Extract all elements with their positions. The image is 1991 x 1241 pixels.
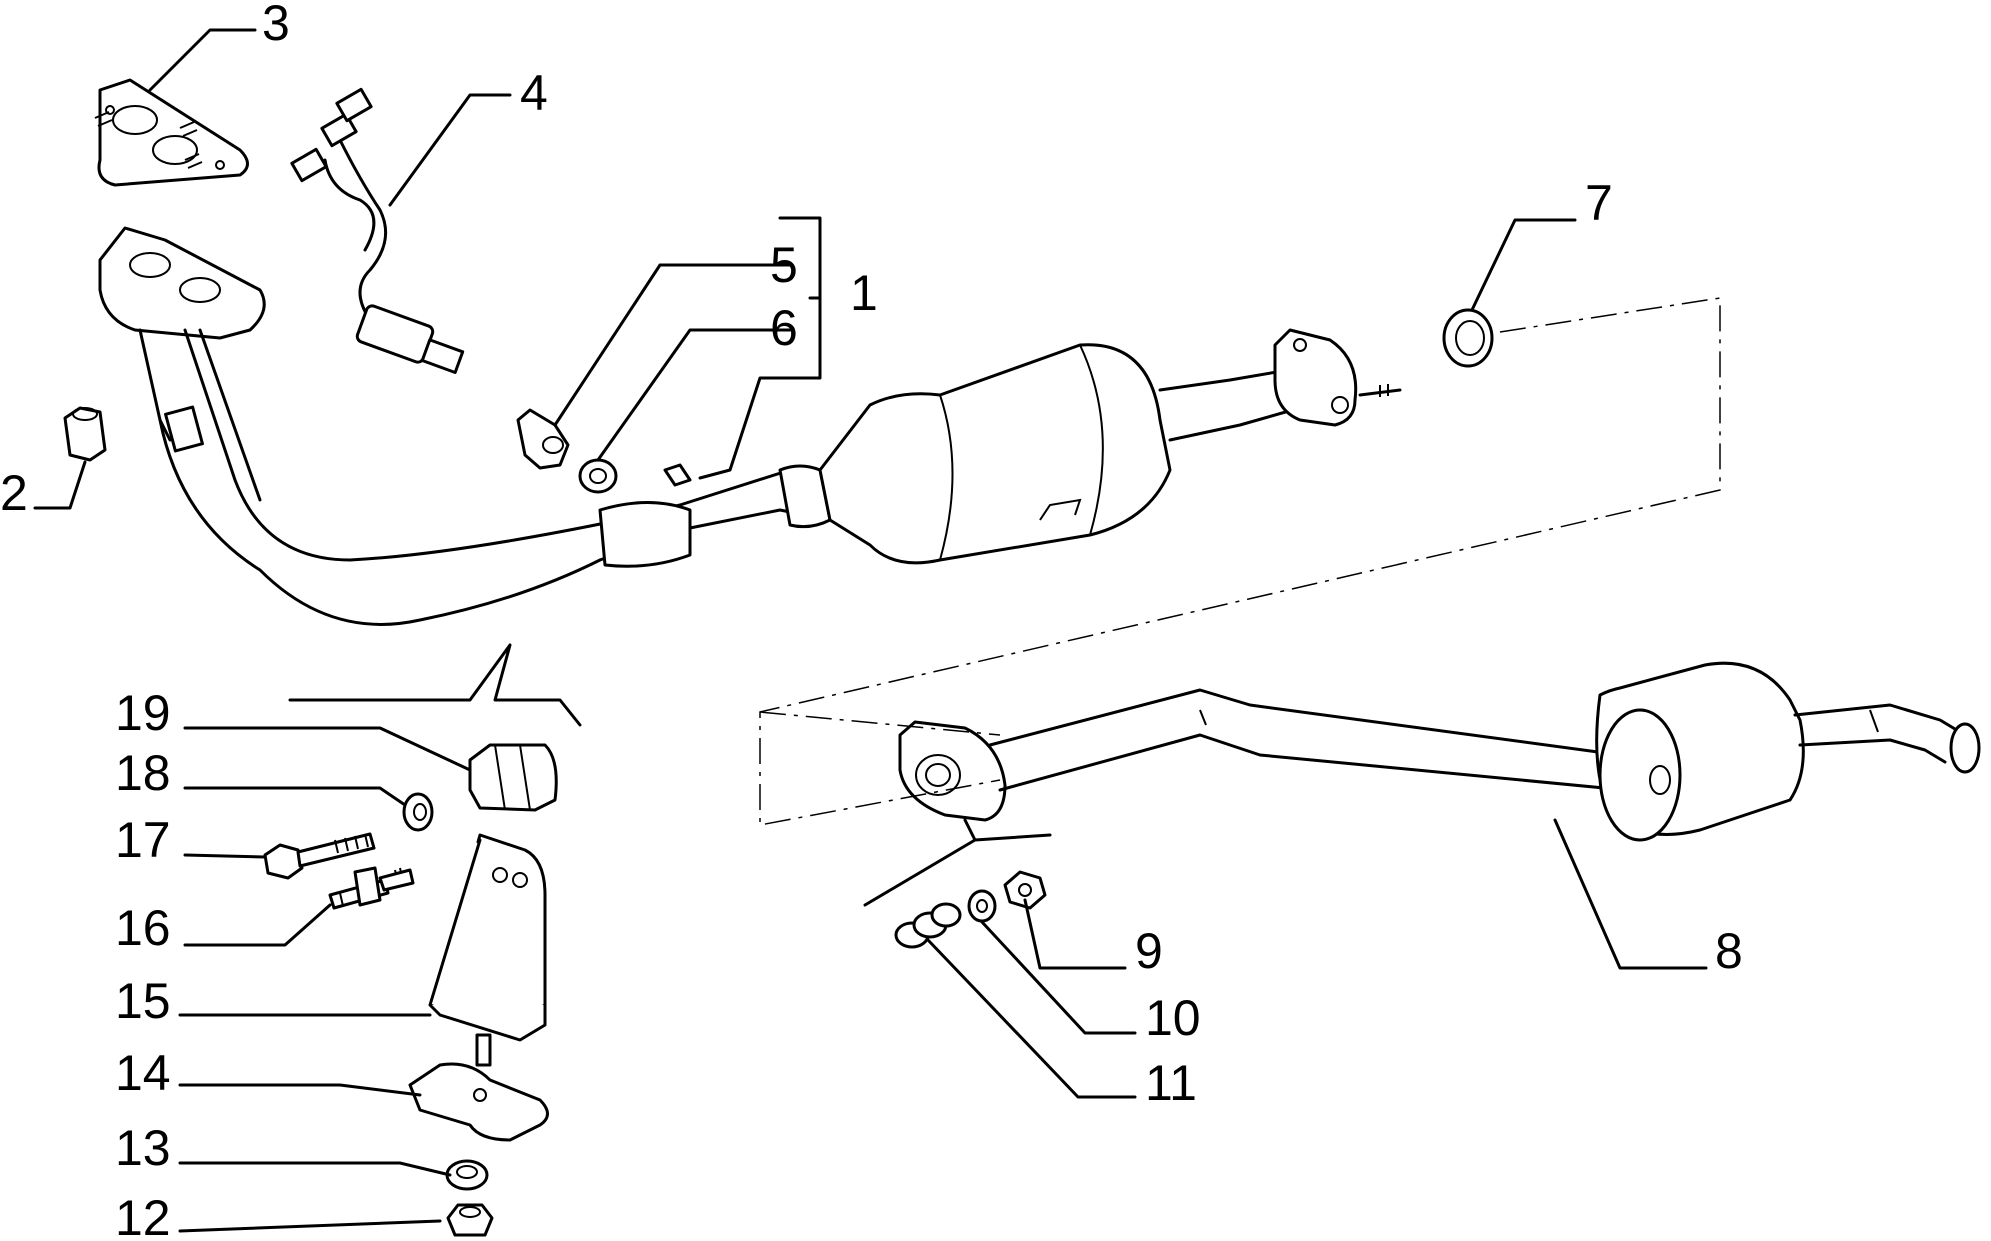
part-11-spring xyxy=(894,902,962,949)
part-7-sealing-ring xyxy=(1442,308,1494,368)
callout-2: 2 xyxy=(0,465,28,521)
callout-6: 6 xyxy=(770,300,798,356)
part-3-gasket xyxy=(94,78,249,187)
leader-lines xyxy=(33,28,1708,1233)
break-marks xyxy=(288,643,1052,907)
callout-3: 3 xyxy=(262,0,290,51)
part-16-stud xyxy=(328,866,415,910)
part-6-washer xyxy=(578,458,618,494)
part-10-washer xyxy=(967,889,997,923)
part-17-bolt xyxy=(263,832,376,880)
part-4-lambda-sensor xyxy=(290,87,465,374)
callout-16: 16 xyxy=(115,900,171,956)
part-15-support-bracket xyxy=(428,833,547,1067)
callout-9: 9 xyxy=(1135,923,1163,979)
part-2-nut xyxy=(63,406,107,462)
callout-15: 15 xyxy=(115,973,171,1029)
part-13-washer xyxy=(445,1159,489,1191)
part-18-nut xyxy=(402,792,434,832)
part-12-nut xyxy=(446,1203,494,1237)
part-1-front-pipe-catalyst xyxy=(98,226,1402,626)
callout-14: 14 xyxy=(115,1045,171,1101)
callout-8: 8 xyxy=(1715,923,1743,979)
callout-11: 11 xyxy=(1145,1055,1197,1111)
part-14-clamp xyxy=(408,1062,549,1142)
assembly-dash-lines xyxy=(759,297,1721,826)
callout-4: 4 xyxy=(520,65,548,121)
callout-7: 7 xyxy=(1585,175,1613,231)
callout-17: 17 xyxy=(115,812,171,868)
callout-1: 1 xyxy=(850,265,878,321)
callout-18: 18 xyxy=(115,745,171,801)
callout-19: 19 xyxy=(115,685,171,741)
part-9-nut xyxy=(1003,870,1047,910)
part-19-bracket xyxy=(468,743,558,812)
callout-13: 13 xyxy=(115,1120,171,1176)
part-5-plug xyxy=(516,408,570,470)
callout-10: 10 xyxy=(1145,990,1201,1046)
callout-5: 5 xyxy=(770,237,798,293)
part-8-rear-silencer xyxy=(898,661,1981,842)
callout-labels: 3 4 2 5 1 6 7 8 9 10 11 12 13 14 15 16 1… xyxy=(0,0,1743,1241)
callout-12: 12 xyxy=(115,1190,171,1241)
